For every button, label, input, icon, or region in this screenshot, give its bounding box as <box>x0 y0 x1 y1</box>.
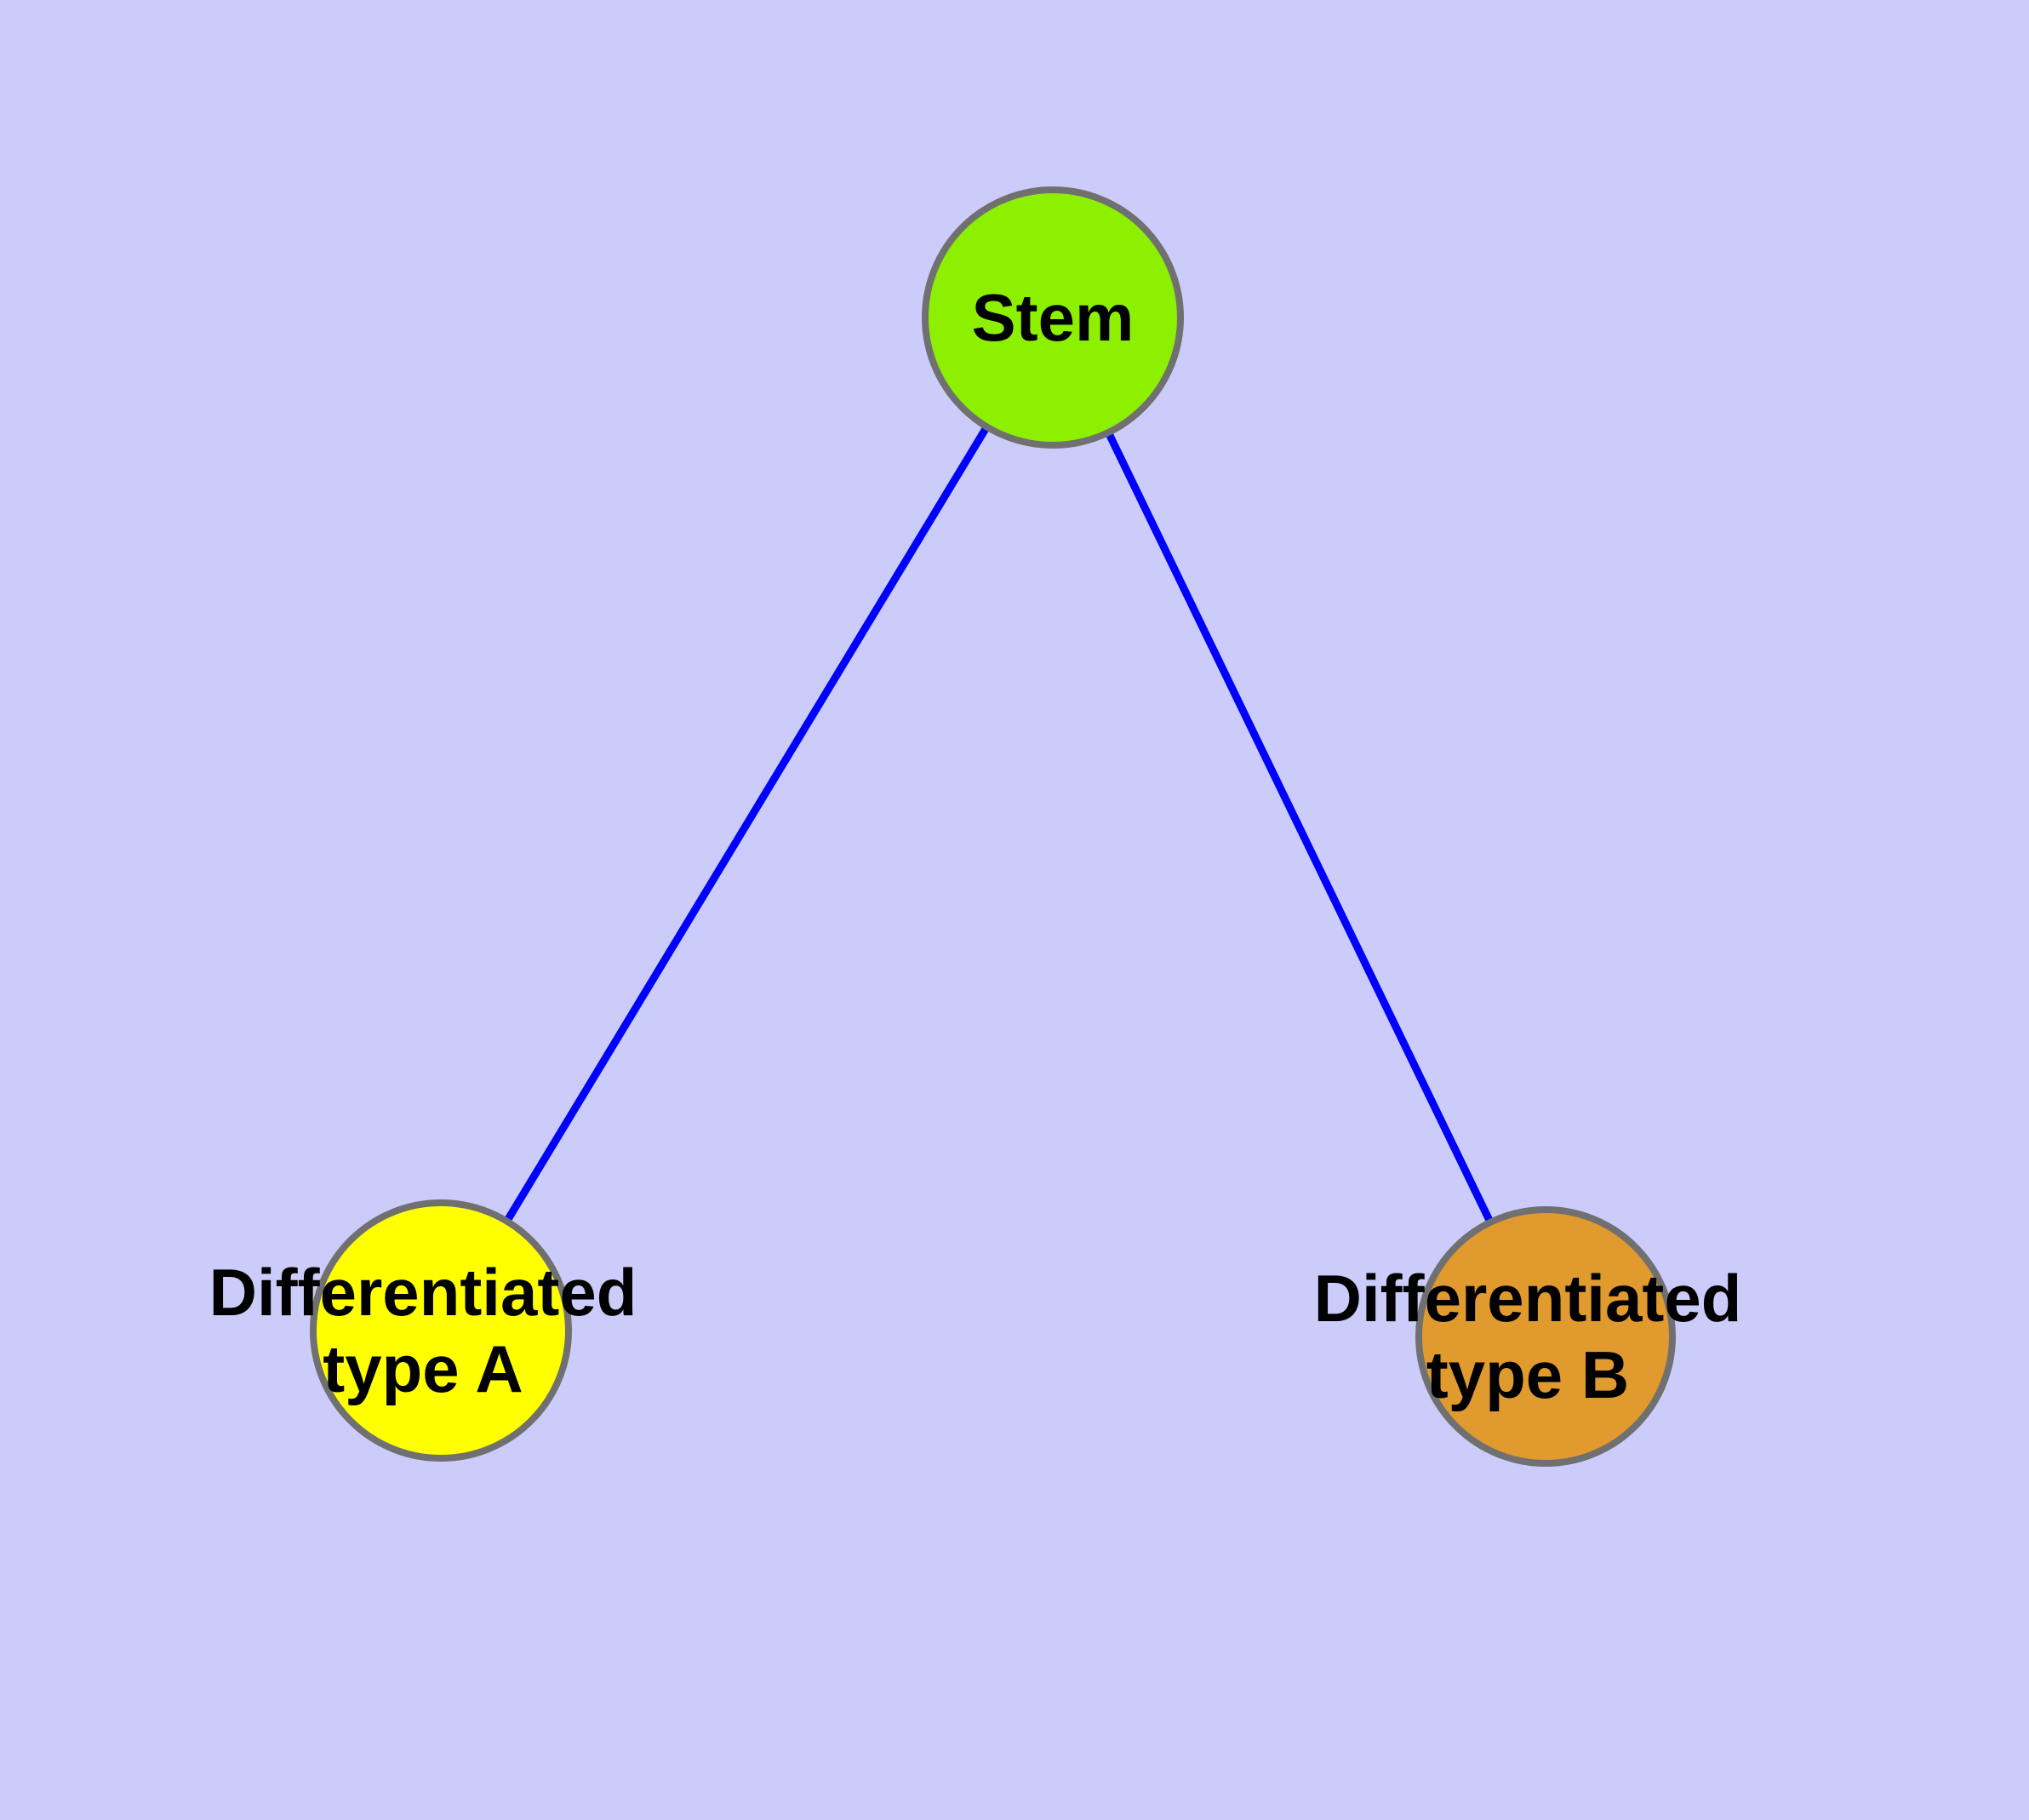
node-differentiated-type-b[interactable] <box>1415 1206 1676 1467</box>
edge-stem-to-differentiated-type-b[interactable] <box>1049 316 1550 1338</box>
label-line: type B <box>1426 1337 1629 1412</box>
label-line: Differentiated <box>209 1255 637 1330</box>
edges-layer <box>437 315 1550 1338</box>
nodes-layer <box>310 186 1676 1467</box>
label-line: Differentiated <box>1314 1261 1742 1336</box>
edge-stem-to-differentiated-type-a[interactable] <box>437 315 1056 1333</box>
label-line: Stem <box>972 280 1135 355</box>
node-stem[interactable] <box>922 186 1184 449</box>
label-line: type A <box>323 1331 523 1406</box>
node-label-stem: Stem <box>972 280 1135 355</box>
node-differentiated-type-a[interactable] <box>310 1199 572 1462</box>
